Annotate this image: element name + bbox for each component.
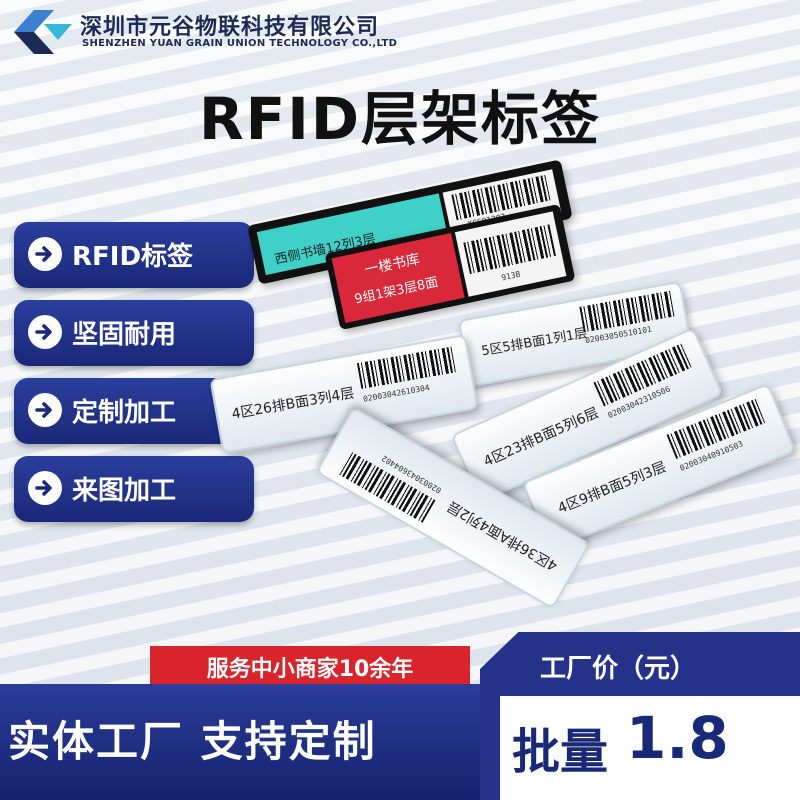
arrow-right-icon: [28, 315, 62, 349]
barcode: [463, 224, 556, 275]
barcode: [579, 290, 675, 333]
years-banner: 服务中小商家10余年: [150, 646, 470, 684]
price-box: [500, 696, 800, 800]
feature-label: 来图加工: [72, 476, 177, 506]
arrow-right-icon: [28, 471, 62, 505]
slogan-text: 实体工厂 支持定制: [8, 717, 377, 766]
arrow-right-icon: [28, 393, 62, 427]
tag-location: 4区9排B面5列3层: [555, 459, 669, 518]
tag-location: 5区5排B面1列1层: [480, 326, 589, 360]
tag-barcode-area: 913B: [454, 211, 567, 297]
company-logo: [14, 10, 72, 54]
feature-item-rfid: RFID标签: [14, 222, 254, 288]
feature-item-drawing: 来图加工: [14, 456, 254, 522]
barcode: [356, 346, 456, 389]
page-title: RFID层架标签: [198, 85, 601, 153]
feature-label: 定制加工: [72, 398, 177, 428]
company-name-cn: 深圳市元谷物联科技有限公司: [80, 15, 380, 40]
arrow-right-icon: [28, 237, 62, 271]
feature-list: RFID标签 坚固耐用 定制加工 来图加工: [14, 222, 254, 534]
company-name-en: SHENZHEN YUAN GRAIN UNION TECHNOLOGY CO.…: [82, 38, 398, 49]
feature-label: 坚固耐用: [72, 320, 177, 350]
tag-code: 913B: [500, 269, 522, 283]
tag-location: 4区26排B面3列4层: [230, 385, 356, 423]
feature-label: RFID标签: [72, 242, 194, 272]
feature-item-durable: 坚固耐用: [14, 300, 254, 366]
years-text: 服务中小商家10余年: [206, 657, 414, 682]
price-label: 工厂价（元）: [540, 654, 697, 684]
header: 深圳市元谷物联科技有限公司 SHENZHEN YUAN GRAIN UNION …: [0, 0, 800, 62]
price-value: 1.8: [626, 704, 729, 772]
price-prefix: 批量: [512, 724, 609, 780]
